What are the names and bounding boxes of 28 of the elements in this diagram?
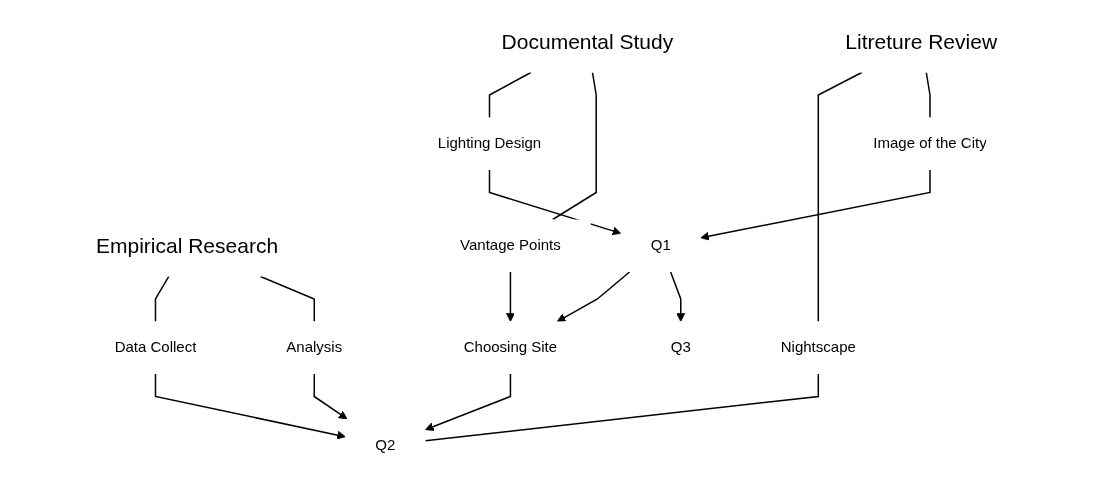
node-text: Empirical Research — [95, 233, 279, 257]
arrow — [313, 373, 348, 420]
connector — [424, 373, 819, 442]
arrow — [669, 271, 686, 322]
connector — [551, 71, 597, 220]
node-text: Lighting Design — [437, 134, 542, 152]
node-text: Image of the City — [873, 134, 987, 152]
connector — [925, 71, 931, 118]
connector — [259, 275, 315, 322]
arrow — [700, 169, 931, 241]
connector — [154, 275, 170, 322]
node-text: Litreture Review — [845, 29, 998, 53]
connector — [488, 71, 532, 118]
arrow — [506, 271, 515, 322]
node-text: Documental Study — [501, 29, 674, 53]
node-text: Analysis — [286, 338, 343, 356]
node-text: Q3 — [670, 338, 691, 356]
arrow — [556, 271, 631, 322]
arrow — [424, 373, 512, 431]
node-text: Q1 — [650, 236, 671, 254]
arrow — [154, 373, 346, 440]
node-text: Q2 — [375, 435, 396, 453]
node-text: Data Collect — [114, 338, 197, 356]
arrow — [488, 169, 622, 235]
node-text: Nightscape — [780, 338, 856, 356]
node-text: Choosing Site — [463, 338, 558, 356]
node-text: Vantage Points — [460, 236, 561, 254]
connector — [817, 71, 863, 322]
